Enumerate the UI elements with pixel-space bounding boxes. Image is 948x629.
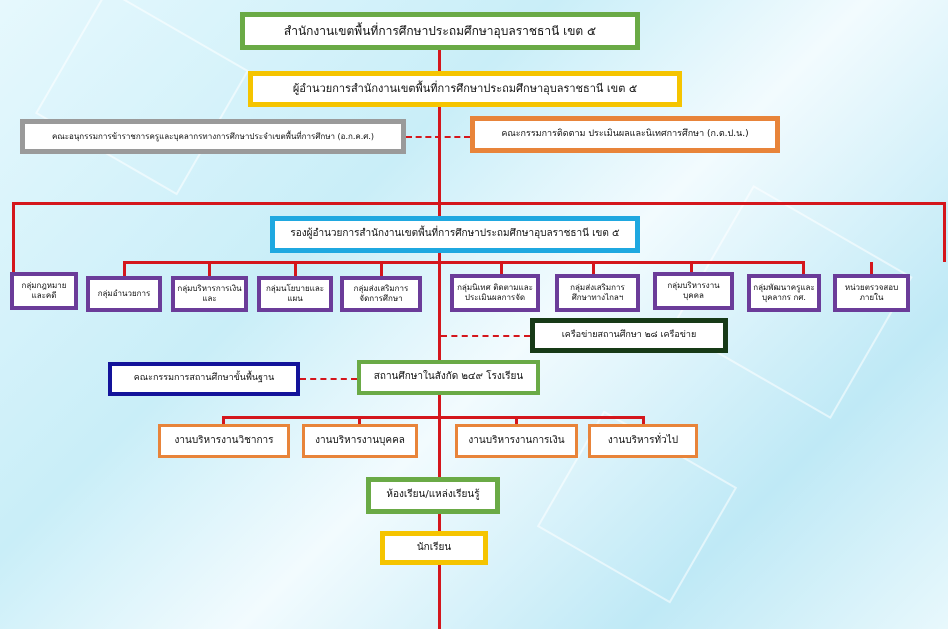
connector (123, 261, 126, 276)
connector (222, 416, 225, 426)
network-label: เครือข่ายสถานศึกษา ๒๘ เครือข่าย (561, 329, 697, 340)
connector (592, 261, 595, 276)
group-label: กลุ่มส่งเสริมการศึกษาทางไกลฯ (570, 283, 625, 302)
deputy-label: รองผู้อำนวยการสำนักงานเขตพื้นที่การศึกษา… (290, 228, 620, 240)
basic-committee-label: คณะกรรมการสถานศึกษาขั้นพื้นฐาน (133, 373, 275, 384)
basic-committee-box: คณะกรรมการสถานศึกษาขั้นพื้นฐาน (108, 362, 300, 396)
sub-committee-label: คณะอนุกรรมการข้าราชการครูและบุคลากรทางกา… (51, 131, 375, 141)
group-box: กลุ่มกฎหมายและคดี (10, 272, 78, 310)
connector (943, 202, 946, 262)
connector (500, 261, 503, 276)
director-label: ผู้อำนวยการสำนักงานเขตพื้นที่การศึกษาประ… (292, 82, 638, 96)
work-box: งานบริหารงานการเงิน (455, 424, 578, 458)
schools-box: สถานศึกษาในสังกัด ๒๔๙ โรงเรียน (357, 360, 540, 395)
classroom-label: ห้องเรียน/แหล่งเรียนรู้ (386, 489, 480, 501)
connector (515, 416, 518, 426)
group-label: กลุ่มอำนวยการ (97, 289, 151, 298)
connector (294, 261, 297, 276)
classroom-box: ห้องเรียน/แหล่งเรียนรู้ (366, 477, 500, 514)
connector (380, 261, 383, 276)
connector (802, 261, 805, 276)
students-box: นักเรียน (380, 531, 488, 565)
group-box: กลุ่มพัฒนาครูและบุคลากร กศ. (747, 274, 821, 312)
connector (870, 262, 873, 276)
group-box: หน่วยตรวจสอบภายใน (833, 274, 910, 312)
connector (208, 261, 211, 276)
group-box: กลุ่มส่งเสริมการศึกษาทางไกลฯ (555, 274, 640, 312)
group-box: กลุ่มนิเทศ ติดตามและประเมินผลการจัด (450, 274, 540, 312)
work-label: งานบริหารทั่วไป (607, 434, 679, 446)
group-box: กลุ่มบริหารการเงินและ (171, 276, 248, 312)
connector (12, 202, 15, 272)
dashed-connector (441, 335, 530, 337)
work-label: งานบริหารงานบุคคล (315, 434, 405, 446)
deputy-box: รองผู้อำนวยการสำนักงานเขตพื้นที่การศึกษา… (270, 216, 640, 253)
group-label: กลุ่มส่งเสริมการจัดการศึกษา (353, 284, 409, 303)
work-box: งานบริหารทั่วไป (588, 424, 698, 458)
dashed-connector (300, 378, 357, 380)
group-label: กลุ่มพัฒนาครูและบุคลากร กศ. (753, 283, 815, 302)
group-label: หน่วยตรวจสอบภายใน (844, 283, 899, 302)
work-label: งานบริหารงานการเงิน (468, 434, 565, 446)
monitoring-committee-box: คณะกรรมการติดตาม ประเมินผลและนิเทศการศึก… (470, 116, 780, 153)
connector (12, 202, 945, 205)
network-box: เครือข่ายสถานศึกษา ๒๘ เครือข่าย (530, 318, 728, 353)
dashed-connector (406, 136, 470, 138)
schools-label: สถานศึกษาในสังกัด ๒๔๙ โรงเรียน (373, 371, 524, 383)
connector (123, 261, 805, 264)
director-box: ผู้อำนวยการสำนักงานเขตพื้นที่การศึกษาประ… (248, 71, 682, 107)
connector (642, 416, 645, 426)
work-box: งานบริหารงานวิชาการ (158, 424, 290, 458)
work-label: งานบริหารงานวิชาการ (174, 434, 274, 446)
group-box: กลุ่มบริหารงานบุคคล (653, 272, 734, 310)
main-connector (438, 50, 441, 629)
group-label: กลุ่มนิเทศ ติดตามและประเมินผลการจัด (457, 283, 533, 302)
group-label: กลุ่มนโยบายและแผน (265, 284, 325, 303)
top-office-box: สำนักงานเขตพื้นที่การศึกษาประถมศึกษาอุบล… (240, 12, 640, 50)
connector (358, 416, 361, 426)
group-box: กลุ่มนโยบายและแผน (257, 276, 333, 312)
monitoring-committee-label: คณะกรรมการติดตาม ประเมินผลและนิเทศการศึก… (501, 128, 749, 139)
group-box: กลุ่มอำนวยการ (86, 276, 162, 312)
group-label: กลุ่มบริหารงานบุคคล (667, 281, 720, 300)
group-label: กลุ่มบริหารการเงินและ (177, 284, 242, 303)
work-box: งานบริหารงานบุคคล (302, 424, 418, 458)
group-box: กลุ่มส่งเสริมการจัดการศึกษา (340, 276, 422, 312)
group-label: กลุ่มกฎหมายและคดี (21, 281, 67, 300)
connector (222, 416, 644, 419)
students-label: นักเรียน (416, 541, 452, 553)
background-hexagon (34, 0, 250, 196)
top-office-label: สำนักงานเขตพื้นที่การศึกษาประถมศึกษาอุบล… (283, 23, 597, 38)
connector (690, 261, 693, 276)
sub-committee-box: คณะอนุกรรมการข้าราชการครูและบุคลากรทางกา… (20, 119, 406, 154)
